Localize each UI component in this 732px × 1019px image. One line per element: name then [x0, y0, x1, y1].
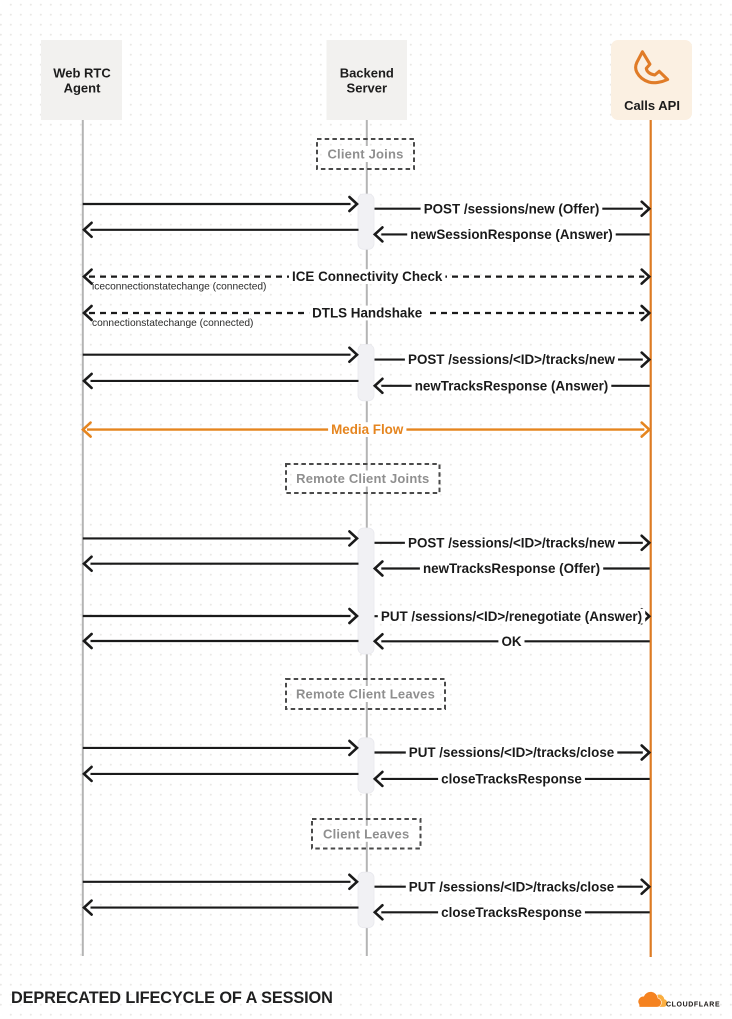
- svg-text:PUT /sessions/<ID>/tracks/clos: PUT /sessions/<ID>/tracks/close: [409, 745, 614, 760]
- svg-text:POST /sessions/new (Offer): POST /sessions/new (Offer): [424, 201, 600, 216]
- svg-text:iceconnectionstatechange (conn: iceconnectionstatechange (connected): [92, 282, 266, 293]
- svg-text:POST /sessions/<ID>/tracks/new: POST /sessions/<ID>/tracks/new: [408, 535, 615, 550]
- svg-text:newSessionResponse (Answer): newSessionResponse (Answer): [410, 227, 612, 242]
- svg-text:Client Leaves: Client Leaves: [323, 826, 409, 841]
- svg-text:POST /sessions/<ID>/tracks/new: POST /sessions/<ID>/tracks/new: [408, 352, 615, 367]
- svg-text:PUT /sessions/<ID>/tracks/clos: PUT /sessions/<ID>/tracks/close: [409, 879, 614, 894]
- svg-text:Calls API: Calls API: [624, 98, 680, 113]
- svg-text:newTracksResponse (Offer): newTracksResponse (Offer): [423, 561, 600, 576]
- svg-text:Backend: Backend: [340, 66, 394, 81]
- svg-text:CLOUDFLARE: CLOUDFLARE: [666, 1001, 720, 1008]
- svg-text:ICE Connectivity Check: ICE Connectivity Check: [292, 269, 443, 284]
- svg-text:Client Joins: Client Joins: [327, 147, 403, 162]
- svg-text:Remote Client Leaves: Remote Client Leaves: [296, 687, 435, 702]
- svg-text:closeTracksResponse: closeTracksResponse: [441, 905, 582, 920]
- svg-text:DEPRECATED LIFECYCLE OF A SESS: DEPRECATED LIFECYCLE OF A SESSION: [11, 989, 333, 1007]
- svg-text:closeTracksResponse: closeTracksResponse: [441, 772, 582, 787]
- svg-text:PUT /sessions/<ID>/renegotiate: PUT /sessions/<ID>/renegotiate (Answer): [381, 609, 642, 624]
- svg-text:DTLS Handshake: DTLS Handshake: [312, 306, 422, 321]
- svg-text:Media Flow: Media Flow: [331, 422, 404, 437]
- svg-text:Server: Server: [347, 81, 387, 96]
- svg-text:Remote Client Joints: Remote Client Joints: [296, 471, 429, 486]
- svg-text:newTracksResponse (Answer): newTracksResponse (Answer): [415, 378, 609, 393]
- svg-text:Web RTC: Web RTC: [53, 66, 111, 81]
- svg-text:connectionstatechange (connect: connectionstatechange (connected): [92, 318, 253, 329]
- svg-text:OK: OK: [501, 634, 521, 649]
- svg-text:Agent: Agent: [64, 81, 102, 96]
